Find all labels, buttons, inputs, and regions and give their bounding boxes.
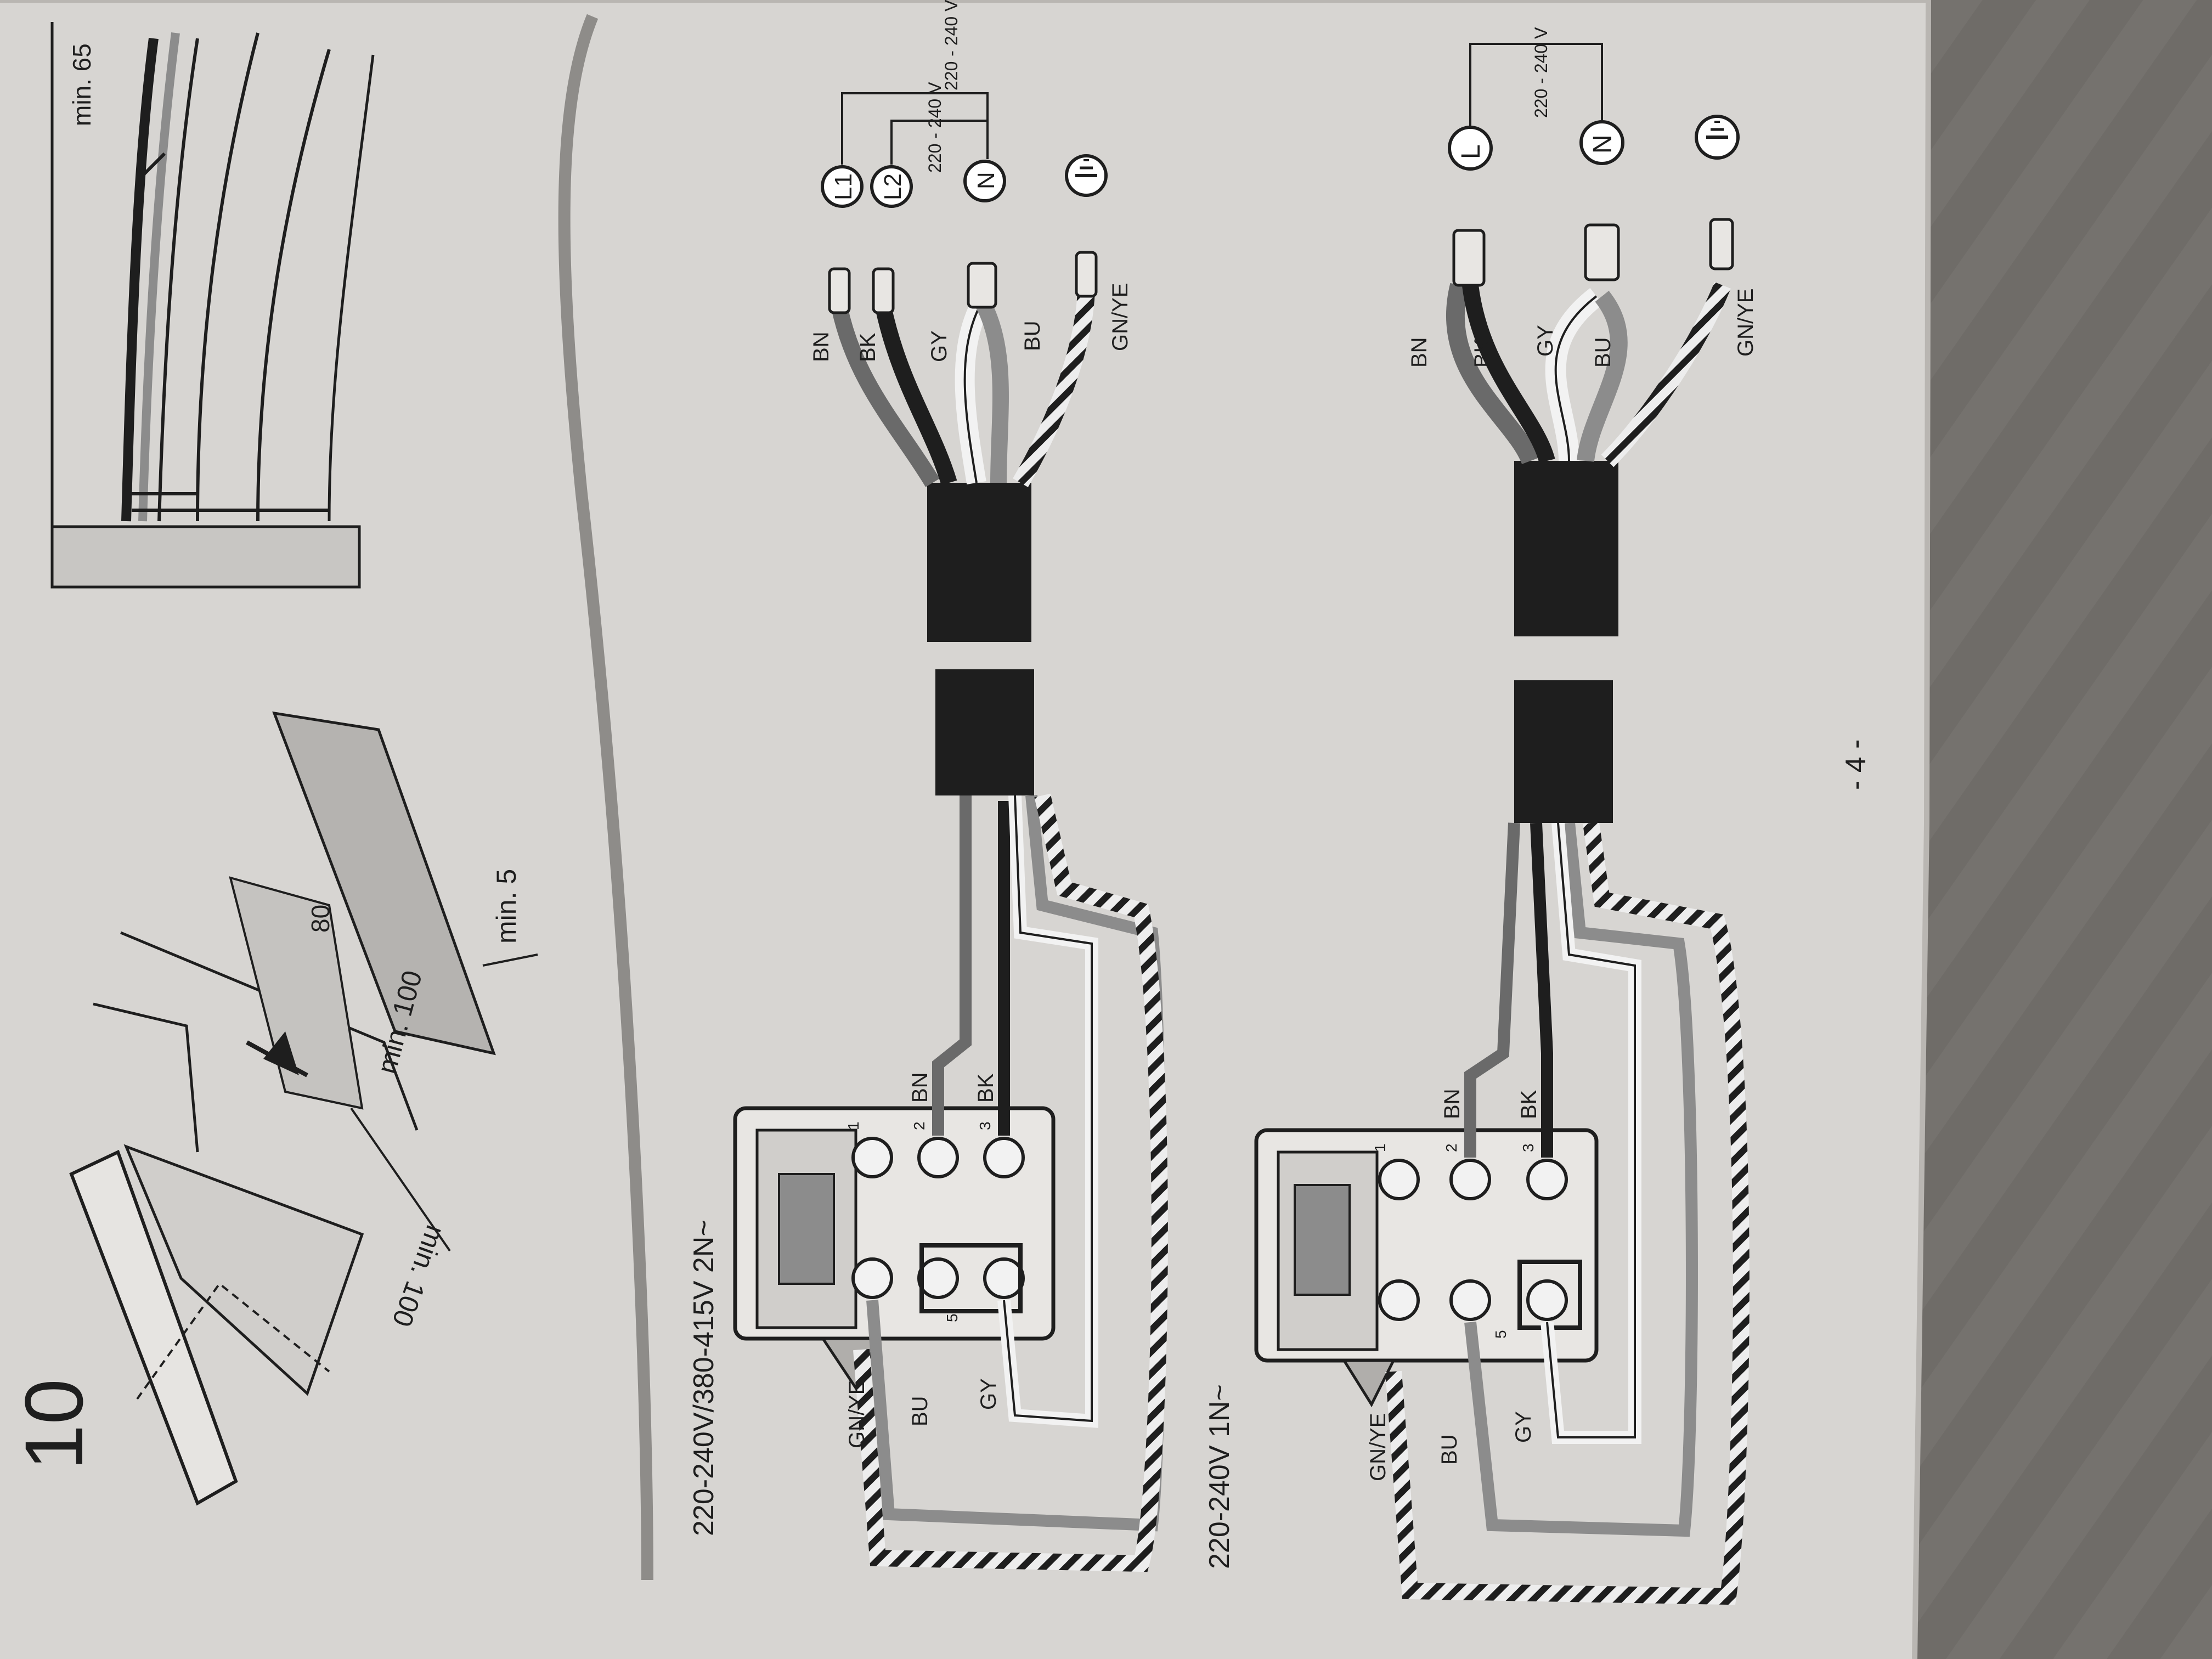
block-number-5-b: 5 — [1492, 1330, 1509, 1339]
block-label-gy: GY — [977, 1378, 1001, 1410]
wire-label-bu: BU — [1020, 320, 1045, 351]
terminal-l1: L1 — [830, 173, 857, 200]
block-number-2: 2 — [911, 1121, 928, 1130]
block-label-bu-b: BU — [1437, 1434, 1462, 1465]
wire-label-bu-b: BU — [1591, 337, 1615, 368]
wiring-diagram-2n — [733, 92, 1168, 1572]
wire-label-bk-b: BK — [1470, 338, 1494, 368]
wire-label-bk: BK — [856, 332, 880, 362]
block-number-2-b: 2 — [1443, 1143, 1460, 1152]
block-label-bk-b: BK — [1517, 1090, 1541, 1119]
block-label-gnye-b: GN/YE — [1366, 1413, 1390, 1481]
block-label-bn-b: BN — [1440, 1088, 1464, 1119]
block-label-gnye: GN/YE — [845, 1380, 869, 1448]
figure-number: 10 — [8, 1379, 100, 1470]
block-label-bu: BU — [908, 1396, 932, 1426]
block-label-gy-b: GY — [1511, 1411, 1536, 1443]
wire-label-gnye: GN/YE — [1108, 283, 1132, 351]
block-number-1: 1 — [845, 1121, 862, 1130]
block-label-bk: BK — [974, 1073, 998, 1103]
wiring-diagram-1n — [1254, 43, 1750, 1605]
diagram-b-title: 220-240V 1N~ — [1204, 1384, 1235, 1569]
block-number-3-b: 3 — [1520, 1143, 1537, 1152]
wire-label-gnye-b: GN/YE — [1734, 289, 1758, 357]
wire-label-bn-b: BN — [1407, 337, 1431, 368]
diagram-a-title: 220-240V/380-415V 2N~ — [688, 1220, 720, 1536]
cross-section-illustration — [50, 22, 375, 589]
terminal-n-b: N — [1588, 134, 1617, 154]
block-number-5: 5 — [944, 1313, 961, 1322]
dim-min5: min. 5 — [491, 869, 522, 944]
diagram-a-voltage-2: 220 - 240 V — [925, 82, 945, 173]
dim-80: 80 — [306, 905, 335, 933]
wire-label-bn: BN — [809, 331, 833, 362]
block-label-bn: BN — [908, 1072, 932, 1103]
section-divider — [558, 14, 653, 1581]
terminal-l2: L2 — [879, 173, 906, 200]
block-number-3: 3 — [977, 1121, 994, 1130]
installation-illustration — [69, 711, 538, 1506]
terminal-n: N — [973, 172, 1000, 189]
dim-min65: min. 65 — [67, 43, 96, 126]
wire-label-gy: GY — [927, 330, 951, 362]
diagram-b-voltage: 220 - 240 V — [1531, 27, 1551, 118]
terminal-l: L — [1457, 144, 1486, 159]
block-number-1-b: 1 — [1372, 1143, 1389, 1152]
page-number: - 4 - — [1840, 740, 1872, 790]
diagram-a-voltage: 220 - 240 V — [941, 0, 961, 91]
wire-label-gy-b: GY — [1533, 325, 1558, 357]
